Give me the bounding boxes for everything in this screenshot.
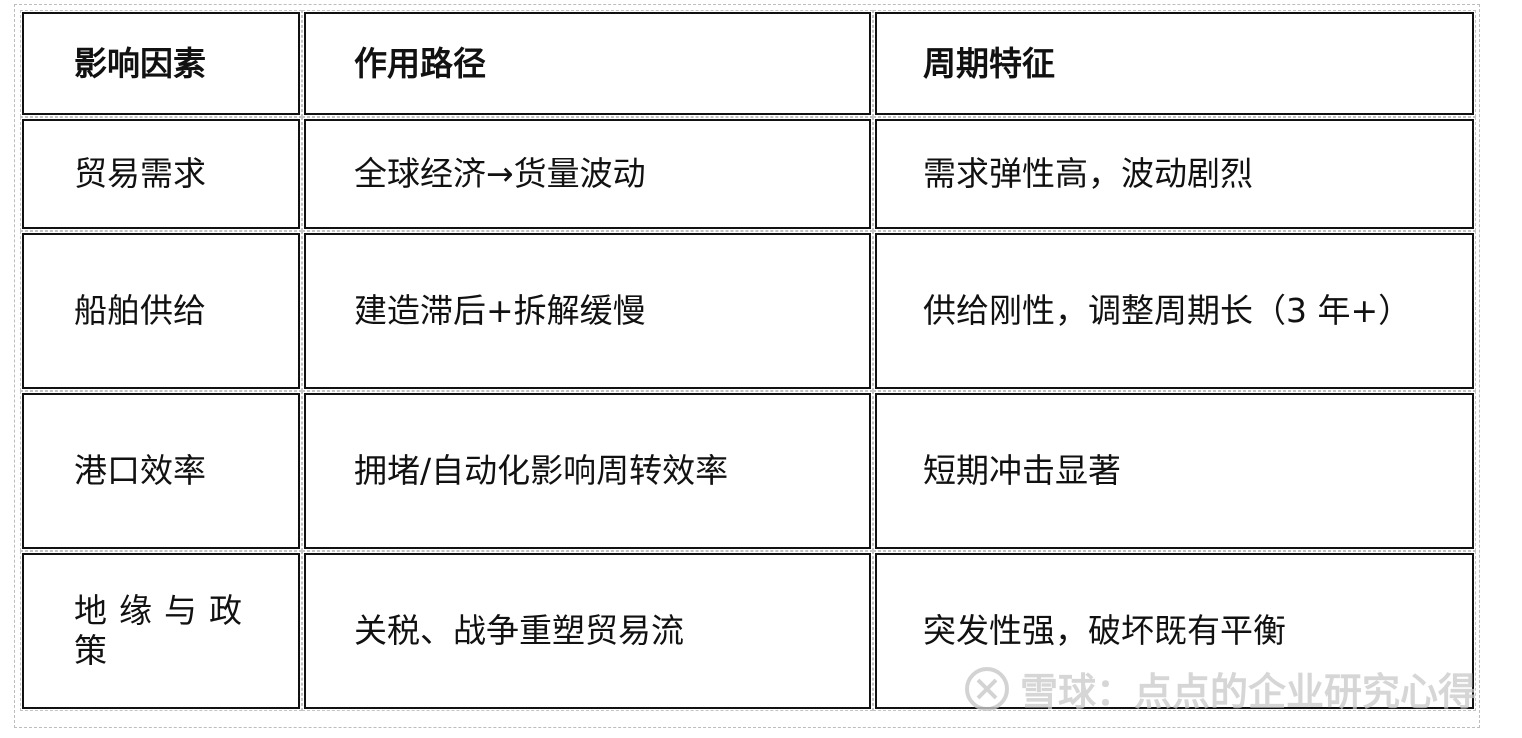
cell-factor: 贸易需求 <box>20 117 302 231</box>
table-row: 贸易需求 全球经济→货量波动 需求弹性高，波动剧烈 <box>20 117 1476 231</box>
factor-table: 影响因素 作用路径 周期特征 贸易需求 全球经济→货量波动 需求弹性高，波动剧烈… <box>18 8 1478 713</box>
cell-factor-text: 地缘与政策 <box>74 591 254 670</box>
cell-cycle: 突发性强，破坏既有平衡 <box>873 551 1476 711</box>
cell-path: 关税、战争重塑贸易流 <box>302 551 873 711</box>
table-header-row: 影响因素 作用路径 周期特征 <box>20 10 1476 117</box>
table-row: 港口效率 拥堵/自动化影响周转效率 短期冲击显著 <box>20 391 1476 551</box>
watermark-text: 雪球：点点的企业研究心得 <box>1019 670 1476 714</box>
header-cycle: 周期特征 <box>873 10 1476 117</box>
xueqiu-logo-icon <box>964 666 1009 711</box>
table-frame <box>14 4 1480 728</box>
cell-factor: 地缘与政策 <box>20 551 302 711</box>
watermark: 雪球：点点的企业研究心得 <box>964 661 1476 716</box>
header-factor: 影响因素 <box>20 10 302 117</box>
cell-path: 全球经济→货量波动 <box>302 117 873 231</box>
cell-cycle: 供给刚性，调整周期长（3 年+） <box>873 231 1476 391</box>
cell-path: 拥堵/自动化影响周转效率 <box>302 391 873 551</box>
cell-path: 建造滞后+拆解缓慢 <box>302 231 873 391</box>
cell-cycle: 短期冲击显著 <box>873 391 1476 551</box>
cell-factor: 船舶供给 <box>20 231 302 391</box>
table-row: 船舶供给 建造滞后+拆解缓慢 供给刚性，调整周期长（3 年+） <box>20 231 1476 391</box>
table-row: 地缘与政策 关税、战争重塑贸易流 突发性强，破坏既有平衡 <box>20 551 1476 711</box>
cell-factor: 港口效率 <box>20 391 302 551</box>
cell-cycle: 需求弹性高，波动剧烈 <box>873 117 1476 231</box>
header-path: 作用路径 <box>302 10 873 117</box>
